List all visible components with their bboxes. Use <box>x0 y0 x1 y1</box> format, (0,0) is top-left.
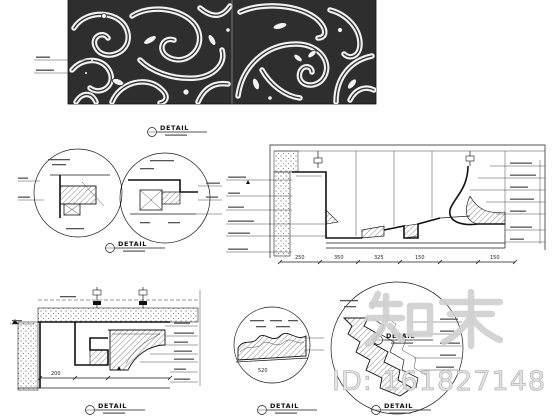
dimension-value: 150 <box>415 255 425 261</box>
dimension-value: 520 <box>258 368 268 374</box>
watermark-id: ID: 161827148 <box>332 366 546 397</box>
watermark-logo <box>364 288 504 350</box>
detail-tag: DETAIL <box>257 402 317 415</box>
detail-title: DETAIL <box>160 124 189 132</box>
detail-title: DETAIL <box>384 402 413 410</box>
dimension-chain: 250 350 325 150 150 <box>277 160 541 265</box>
detail-tag: DETAIL <box>105 240 165 253</box>
dimension-value: 350 <box>334 255 344 261</box>
dimension-value: 200 <box>51 371 61 377</box>
left-leader-labels <box>226 176 326 253</box>
profile-detail-circle-1 <box>18 148 123 238</box>
ornamental-panel-elevation <box>67 0 377 105</box>
level-marker-icon <box>12 319 18 324</box>
right-leader-labels <box>470 162 545 243</box>
detail-tag: DETAIL <box>371 402 431 415</box>
dimension-value: 250 <box>295 255 305 261</box>
right-leader-labels <box>140 322 198 383</box>
profile-detail-circle-2 <box>119 152 222 244</box>
detail-title: DETAIL <box>98 402 127 410</box>
ceiling-section-detail: 250 350 325 150 150 <box>226 144 546 265</box>
detail-tag: DETAIL <box>147 124 207 137</box>
detail-title: DETAIL <box>118 240 147 248</box>
panel-scrollwork <box>72 6 374 103</box>
dimension-value: 150 <box>490 255 500 261</box>
dimension-value: 325 <box>374 255 384 261</box>
detail-tag: DETAIL <box>85 402 145 415</box>
ceiling-hangers <box>313 151 506 236</box>
panel-leader-labels <box>34 56 93 74</box>
molding-detail-circle-small: 520 <box>233 306 324 384</box>
cornice-section-detail: 200 <box>10 287 201 391</box>
cornice-hangers <box>92 287 148 308</box>
detail-title: DETAIL <box>270 402 299 410</box>
